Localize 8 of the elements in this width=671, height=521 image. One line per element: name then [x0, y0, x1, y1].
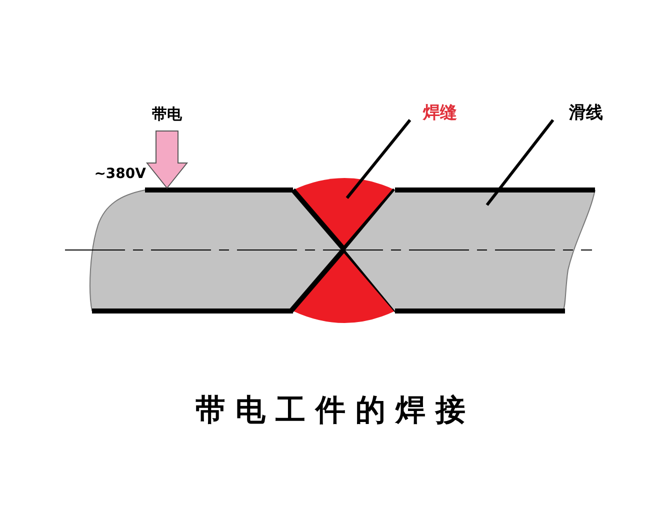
- label-text: 滑线: [569, 102, 603, 126]
- label-text: 带电: [152, 104, 182, 125]
- block-arrow: [146, 130, 188, 189]
- label-text: 焊缝: [423, 102, 457, 126]
- leader-line: [486, 119, 554, 206]
- voltage-label: ~380V: [94, 165, 146, 184]
- caption: 带电工件的焊接: [196, 392, 476, 430]
- leader-line: [346, 119, 412, 199]
